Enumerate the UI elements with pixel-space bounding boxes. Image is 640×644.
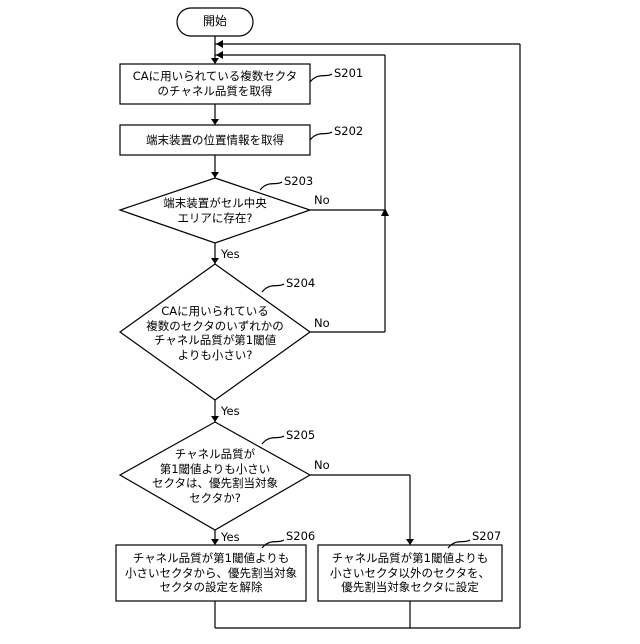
arrowhead [216, 51, 223, 59]
s204-step-label: S204 [286, 277, 315, 290]
arrowhead [211, 58, 219, 64]
arrowhead [381, 208, 389, 216]
s206-leader [262, 540, 284, 548]
arrowhead [211, 172, 219, 178]
s203-leader [260, 182, 282, 190]
arrowhead [216, 40, 223, 48]
s205-leader [262, 436, 284, 444]
s205-no-label: No [314, 459, 330, 472]
s201-leader [310, 74, 332, 82]
s203-step-label: S203 [284, 175, 313, 188]
arrowhead [211, 416, 219, 422]
arrowhead [211, 539, 219, 545]
s201-step-label: S201 [334, 67, 363, 80]
s207-step-label: S207 [472, 530, 501, 543]
s205-yes-label: Yes [221, 531, 240, 544]
s204-leader [262, 284, 284, 292]
arrowhead [211, 119, 219, 125]
s207-leader [448, 540, 470, 548]
s201-text: CAに用いられている複数セクタ のチャネル品質を取得 [120, 69, 310, 98]
s203-yes-label: Yes [221, 248, 240, 261]
s204-yes-label: Yes [221, 405, 240, 418]
s204-text: CAに用いられている 複数のセクタのいずれかの チャネル品質が第1閾値 よりも小… [130, 304, 300, 362]
start-label: 開始 [177, 14, 253, 29]
s204-no-label: No [314, 317, 330, 330]
s202-leader [310, 132, 332, 140]
s203-text: 端末装置がセル中央 エリアに存在? [140, 196, 290, 225]
arrowhead [406, 539, 414, 545]
s206-text: チャネル品質が第1閾値よりも 小さいセクタから、優先割当対象 セクタの設定を解除 [116, 551, 306, 595]
s205-step-label: S205 [286, 429, 315, 442]
s207-text: チャネル品質が第1閾値よりも 小さいセクタ以外のセクタを、 優先割当対象セクタに… [318, 551, 502, 595]
s206-step-label: S206 [286, 530, 315, 543]
arrowhead [211, 258, 219, 264]
s202-step-label: S202 [334, 125, 363, 138]
s205-text: チャネル品質が 第1閾値よりも小さい セクタは、優先割当対象 セクタか? [135, 447, 295, 505]
s203-no-label: No [314, 194, 330, 207]
s202-text: 端末装置の位置情報を取得 [120, 133, 310, 148]
